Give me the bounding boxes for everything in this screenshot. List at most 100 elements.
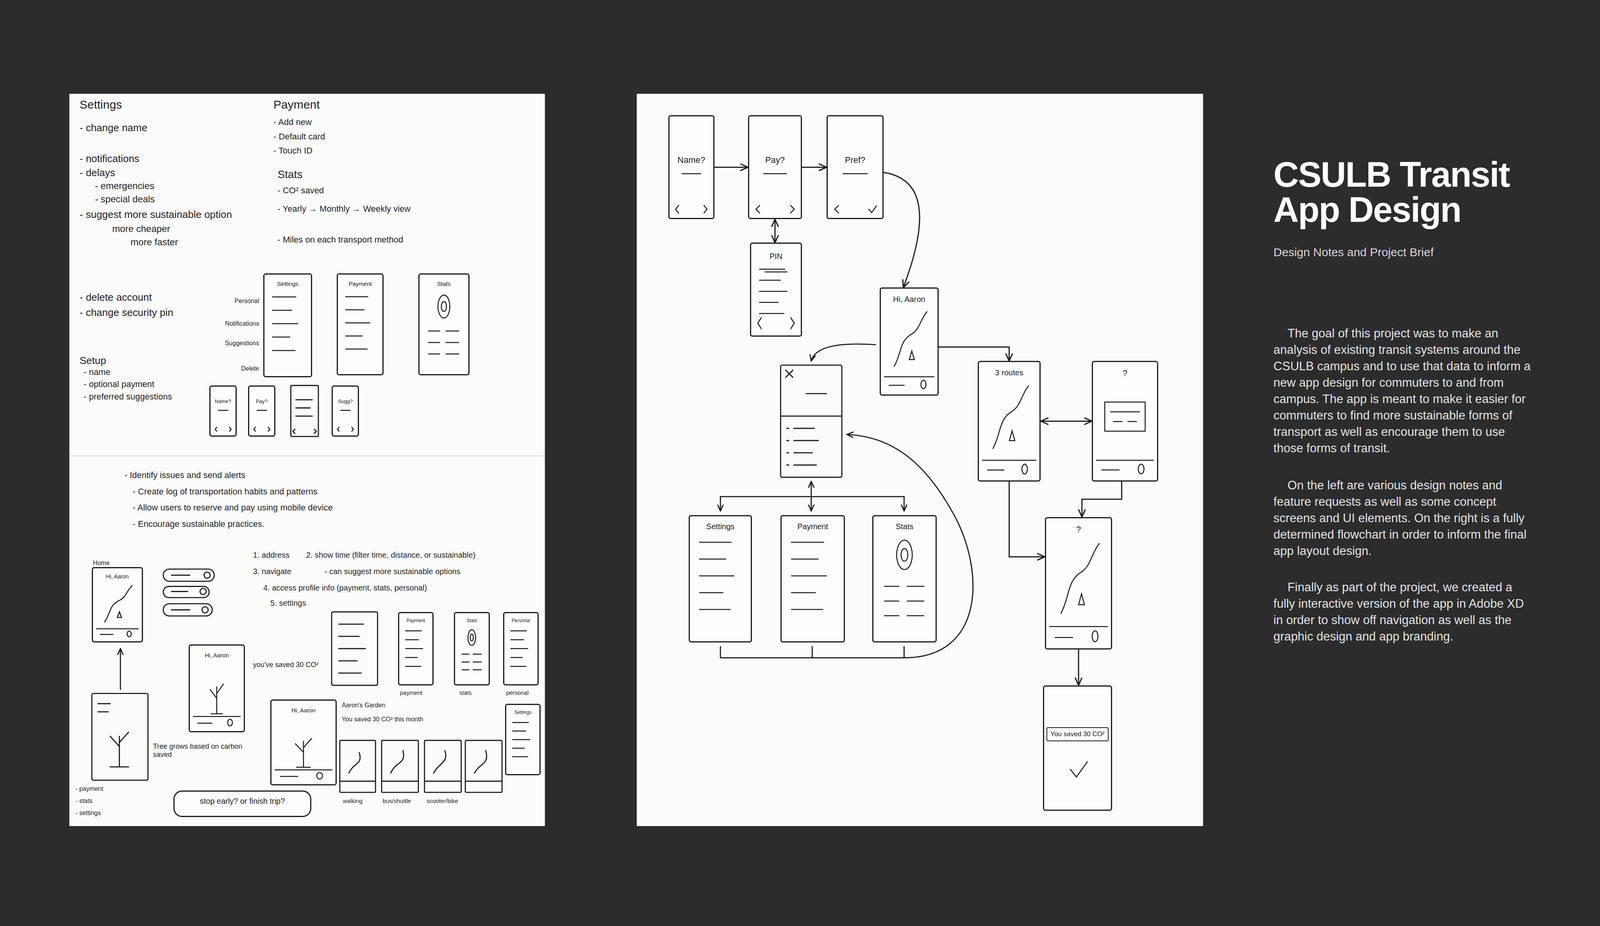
note-text: Tree grows based on carbon saved (153, 742, 261, 759)
screen-text: Pay? (765, 155, 785, 165)
sketch-line (884, 540, 924, 616)
note-text: - settings (75, 809, 101, 817)
screen-text: Hi, Aaron (106, 573, 129, 580)
screen-sketch (1049, 537, 1108, 647)
screen-sketch (784, 533, 841, 640)
sketch-line (699, 542, 734, 610)
note-text: - preferred suggestions (83, 391, 172, 402)
screen-sketch (339, 740, 376, 793)
sketch-line (1096, 460, 1154, 475)
flow-arrow (1078, 649, 1080, 686)
screen-box: Payment (336, 273, 384, 376)
note-text: Stats (277, 168, 303, 181)
screen-sketch (402, 626, 430, 683)
note-text: 2. show time (filter time, distance, or … (306, 550, 476, 560)
note-text: Delete (241, 365, 259, 373)
note-text: Payment (273, 98, 320, 112)
note-text: - change security pin (79, 307, 174, 319)
note-text: - Touch ID (273, 145, 313, 156)
note-text: you've saved 30 CO² (253, 660, 319, 670)
screen-sketch (883, 306, 935, 393)
sketch-line (210, 684, 224, 715)
note-text: - notifications (79, 153, 140, 165)
sketch-line (253, 410, 270, 432)
menu-icon (786, 428, 789, 466)
sketch-line (345, 296, 370, 349)
sketch-line (462, 629, 482, 670)
close-icon (785, 370, 793, 378)
note-text: Aaron's Garden (341, 701, 386, 709)
note-text: - Encourage sustainable practices. (132, 519, 265, 529)
note-text: 5. settings (270, 598, 306, 608)
screen-sketch (507, 626, 535, 683)
sketch-line (791, 542, 827, 610)
note-text: Setup (79, 355, 107, 367)
flow-arrow (774, 219, 776, 243)
screen-box: Settings (688, 515, 752, 643)
screen-text: Hi, Aaron (204, 651, 229, 659)
body-paragraph: On the left are various design notes and… (1273, 477, 1532, 560)
sketch-line (992, 385, 1029, 449)
body-paragraph: The goal of this project was to make an … (1273, 325, 1532, 457)
screen-box: Hi, Aaron (879, 287, 940, 396)
screen-sketch (1047, 744, 1109, 808)
flow-arrow (714, 166, 749, 168)
screen-sketch (876, 533, 933, 640)
screen-box: Sugg? (331, 385, 360, 437)
sketch-line (192, 716, 241, 727)
screen-sketch (290, 385, 319, 437)
screen-box: You saved 30 CO² (1042, 685, 1113, 811)
menu-screen (780, 365, 842, 478)
note-text: - delays (79, 167, 116, 179)
sketch-line (759, 269, 787, 315)
screen-sketch (335, 407, 356, 433)
sketch-line (982, 460, 1037, 474)
screen-text: Payment (406, 618, 425, 624)
sketch-line (720, 496, 904, 498)
subtitle: Design Notes and Project Brief (1273, 245, 1434, 260)
screen-text: Sugg? (337, 398, 353, 405)
screen-sketch (424, 740, 462, 793)
screen-sketch (96, 582, 139, 640)
sketch-line (1060, 543, 1100, 614)
note-text: Notifications (225, 320, 259, 328)
note-text: - Create log of transportation habits an… (132, 486, 318, 497)
sketch-line (755, 173, 795, 213)
note-text: - suggest more sustainable option (79, 208, 233, 221)
sketch-line (405, 630, 423, 667)
screen-text: Name? (214, 398, 232, 405)
screen-text: You saved 30 CO² (1046, 727, 1109, 742)
sketch-line (510, 630, 528, 667)
note-text: - stats (75, 797, 93, 805)
sketch-line (104, 585, 133, 623)
flow-arrow (719, 496, 722, 512)
note-text: bus/shuttle (382, 797, 412, 805)
note-text: more cheaper (112, 223, 170, 235)
flow-arrow (938, 347, 1009, 362)
screen-sketch (672, 167, 711, 217)
note-text: more faster (130, 236, 178, 248)
screen-box: Pay? (748, 115, 802, 220)
screen-box: PIN (750, 242, 802, 337)
screen-box: Stats (872, 515, 937, 643)
note-text: - Yearly → Monthly → Weekly view (277, 203, 411, 214)
sketch-line (272, 296, 298, 351)
screen-text: Stats (437, 280, 451, 288)
note-text: - special deals (94, 193, 155, 205)
screen-box: Payment (780, 515, 845, 643)
sketch-line (780, 415, 842, 417)
screen-box: Settings (505, 703, 541, 776)
sketch-line (793, 393, 827, 466)
note-text: - Miles on each transport method (277, 234, 404, 245)
screen-box: ? (1091, 360, 1159, 482)
sketch-line (214, 410, 231, 432)
paper-sheet (636, 93, 1204, 827)
screen-sketch (458, 626, 486, 683)
screen-text: Pref? (844, 155, 866, 165)
body-paragraph: Finally as part of the project, we creat… (1273, 579, 1532, 645)
screen-box: Stats (418, 273, 470, 376)
flow-arrow (883, 172, 920, 288)
pill-icon (203, 572, 211, 579)
route-sketch (348, 750, 487, 774)
screen-text: PIN (769, 251, 783, 261)
